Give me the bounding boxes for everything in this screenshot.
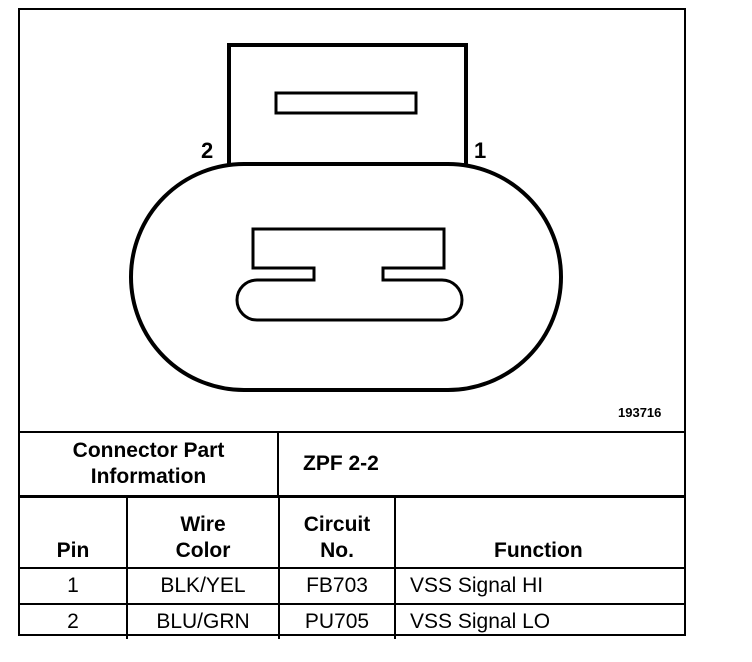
pin-1-label: 1 [474,138,486,163]
table-row: 2 BLU/GRN PU705 VSS Signal LO [20,603,686,639]
connector-part-label-line1: Connector Part [72,439,225,462]
terminal-cavity [235,227,464,322]
header-function: Function [394,496,686,569]
pin-table: Pin Wire Color Circuit No. Function 1 BL… [20,496,686,639]
wire-color-cell: BLK/YEL [126,567,280,605]
pin-cell: 2 [20,603,128,639]
connector-info-sheet: 2 1 193716 Connector Part Information ZP… [18,8,686,639]
pin-table-header: Pin Wire Color Circuit No. Function [20,496,686,569]
pin-2-label: 2 [201,138,213,163]
header-circuit-no: Circuit No. [278,496,396,569]
pin-cell: 1 [20,567,128,605]
circuit-cell: FB703 [278,567,396,605]
header-pin: Pin [20,496,128,569]
header-wire-color: Wire Color [126,496,280,569]
circuit-cell: PU705 [278,603,396,639]
header-wire-line1: Wire [180,513,226,536]
connector-body-oval [129,162,563,392]
connector-part-label-line2: Information [90,465,207,488]
connector-latch-housing [227,43,468,164]
function-cell: VSS Signal HI [394,567,686,605]
header-circuit-line2: No. [320,539,354,562]
header-wire-line2: Color [175,539,231,562]
connector-part-table: Connector Part Information ZPF 2-2 [20,431,686,497]
figure-number: 193716 [618,405,661,420]
connector-part-value: ZPF 2-2 [277,431,686,497]
connector-part-label: Connector Part Information [20,431,279,497]
connector-face-diagram: 2 1 193716 [129,43,661,420]
function-cell: VSS Signal LO [394,603,686,639]
latch-slot [274,91,418,115]
table-row: 1 BLK/YEL FB703 VSS Signal HI [20,567,686,605]
connector-part-row: Connector Part Information ZPF 2-2 [20,431,686,497]
wire-color-cell: BLU/GRN [126,603,280,639]
header-circuit-line1: Circuit [303,513,371,536]
